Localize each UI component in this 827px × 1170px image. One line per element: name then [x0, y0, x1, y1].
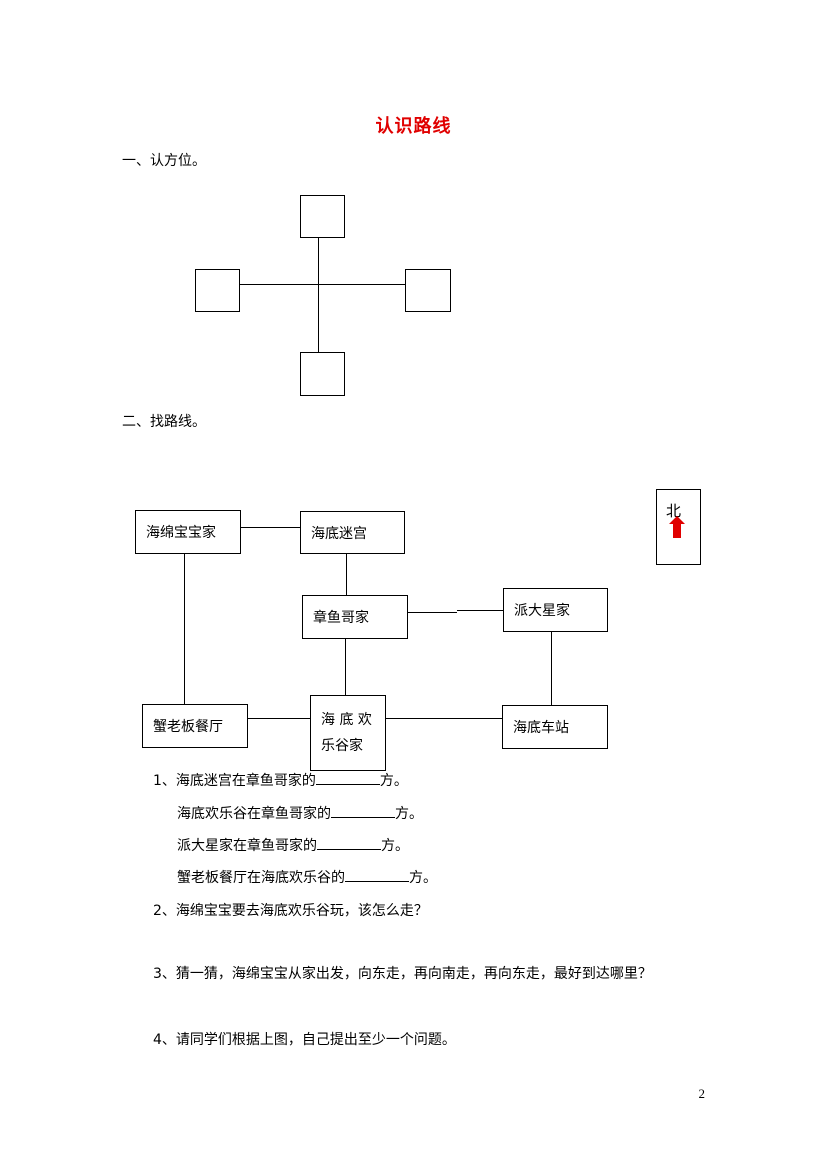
question-4: 4、请同学们根据上图，自己提出至少一个问题。 [153, 1032, 456, 1048]
question-1c-text: 派大星家在章鱼哥家的 [177, 838, 317, 854]
section2-label: 二、找路线。 [122, 414, 206, 430]
page-number: 2 [698, 1086, 706, 1101]
node-patrick-home[interactable]: 派大星家 [503, 588, 608, 632]
question-1b-text: 海底欢乐谷在章鱼哥家的 [177, 806, 331, 822]
node-spongebob-home-label: 海绵宝宝家 [146, 525, 216, 541]
question-1b: 海底欢乐谷在章鱼哥家的 方。 [177, 803, 423, 823]
node-maze[interactable]: 海底迷宫 [300, 511, 405, 554]
line-park-station [385, 718, 503, 719]
question-1d: 蟹老板餐厅在海底欢乐谷的 方。 [177, 867, 437, 887]
line-squidward-park [345, 638, 346, 696]
question-1a-suffix: 方。 [379, 773, 408, 789]
line-spongebob-maze [240, 527, 301, 528]
line-maze-squidward [346, 553, 347, 596]
node-spongebob-home[interactable]: 海绵宝宝家 [135, 510, 241, 554]
direction-box-south[interactable] [300, 352, 345, 396]
cross-horizontal-line [239, 284, 406, 285]
node-krusty-krab[interactable]: 蟹老板餐厅 [142, 704, 248, 748]
node-park-home[interactable]: 海 底 欢 乐谷家 [310, 695, 386, 771]
question-1c: 派大星家在章鱼哥家的 方。 [177, 835, 409, 855]
north-indicator: 北 [656, 489, 701, 565]
answer-blank-1a[interactable] [315, 770, 380, 785]
north-label: 北 [666, 502, 682, 520]
question-3: 3、猜一猜，海绵宝宝从家出发，向东走，再向南走，再向东走，最好到达哪里？ [153, 966, 652, 982]
node-maze-label: 海底迷宫 [311, 525, 367, 542]
node-station-label: 海底车站 [513, 720, 569, 736]
cross-vertical-line [318, 237, 319, 353]
question-1b-suffix: 方。 [395, 806, 423, 822]
question-1c-suffix: 方。 [381, 838, 409, 854]
node-squidward-home[interactable]: 章鱼哥家 [302, 595, 408, 639]
direction-box-east[interactable] [405, 269, 451, 312]
question-2: 2、海绵宝宝要去海底欢乐谷玩，该怎么走？ [153, 903, 428, 919]
node-station[interactable]: 海底车站 [502, 705, 608, 749]
question-1d-suffix: 方。 [409, 870, 437, 886]
node-park-label-line2: 乐谷家 [321, 738, 363, 754]
answer-blank-1b[interactable] [331, 803, 395, 818]
answer-blank-1c[interactable] [317, 835, 381, 850]
question-1d-text: 蟹老板餐厅在海底欢乐谷的 [177, 870, 345, 886]
node-squidward-home-label: 章鱼哥家 [313, 610, 369, 626]
section1-label: 一、认方位。 [122, 153, 206, 169]
line-squidward-patrick-a [407, 612, 457, 613]
node-krusty-krab-label: 蟹老板餐厅 [153, 719, 223, 735]
node-park-label-line1: 海 底 欢 [321, 712, 372, 728]
page-title: 认识路线 [375, 116, 452, 137]
line-krusty-park [247, 718, 311, 719]
question-1a: 1、海底迷宫在章鱼哥家的 方。 [153, 770, 408, 790]
question-1a-text: 1、海底迷宫在章鱼哥家的 [153, 773, 316, 789]
direction-box-north[interactable] [300, 195, 345, 238]
north-arrow-icon [669, 516, 685, 538]
direction-box-west[interactable] [195, 269, 240, 312]
answer-blank-1d[interactable] [345, 867, 409, 882]
line-squidward-patrick-b [457, 610, 504, 611]
node-patrick-home-label: 派大星家 [514, 603, 570, 619]
line-spongebob-krusty [184, 553, 185, 705]
line-patrick-station [551, 631, 552, 706]
